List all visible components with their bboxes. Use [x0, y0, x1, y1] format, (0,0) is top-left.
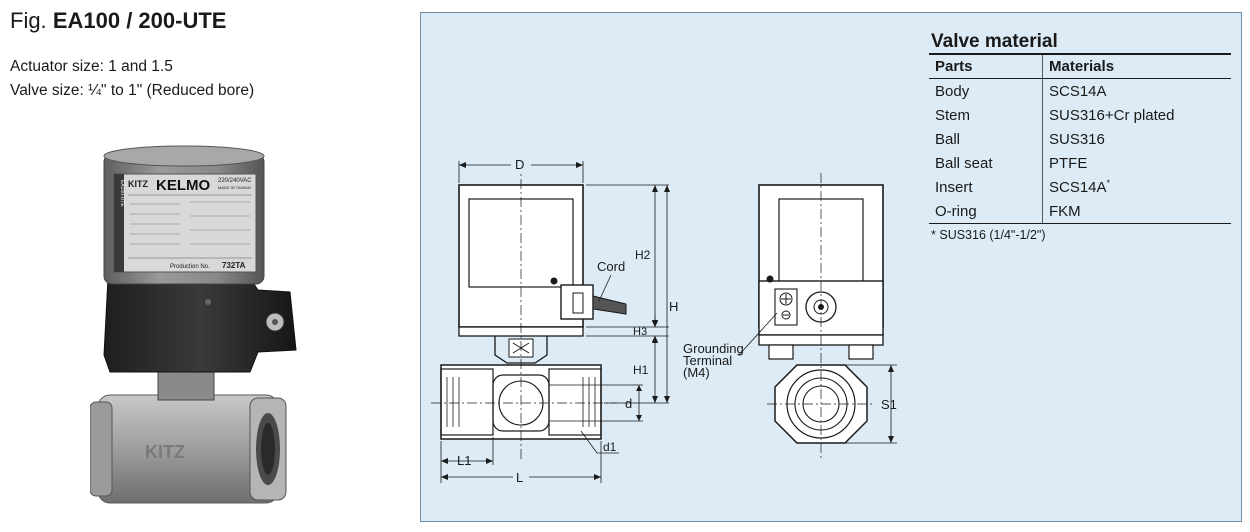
material-footnote: * SUS316 (1/4"-1/2") — [931, 228, 1231, 242]
dim-s1: S1 — [881, 397, 897, 412]
photo-side-mark: EA100-UTE — [119, 180, 125, 207]
figure-title: Fig. EA100 / 200-UTE — [10, 8, 226, 34]
header-materials: Materials — [1042, 53, 1231, 79]
part-cell: Ball — [929, 127, 1043, 151]
grounding-label-1: Grounding — [683, 341, 744, 356]
part-cell: Insert — [929, 175, 1043, 199]
table-row: O-ring FKM — [929, 199, 1231, 224]
dim-l: L — [516, 470, 523, 485]
table-header-row: Parts Materials — [929, 53, 1231, 79]
header-parts: Parts — [929, 53, 1043, 79]
table-row: Ball seat PTFE — [929, 151, 1231, 175]
table-row: Insert SCS14A* — [929, 175, 1231, 199]
part-cell: O-ring — [929, 199, 1043, 224]
valve-material-section: Valve material Parts Materials Body SCS1… — [929, 31, 1231, 242]
table-row: Ball SUS316 — [929, 127, 1231, 151]
model-number: EA100 / 200-UTE — [52, 8, 227, 33]
figure-prefix: Fig. — [10, 8, 47, 33]
photo-voltage: 220/240VAC — [218, 178, 252, 184]
footnote-mark: * — [931, 228, 936, 242]
material-cell: SCS14A* — [1043, 175, 1232, 199]
product-photo: KITZ KITZ KELMO 220/240VAC MADE IN TAIWA… — [90, 145, 297, 504]
material-cell: SUS316 — [1049, 130, 1105, 148]
material-cell: PTFE — [1049, 154, 1088, 172]
dim-h3: H3 — [633, 326, 647, 338]
photo-brand: KITZ — [128, 179, 148, 189]
photo-made-in: MADE IN TAIWAN — [218, 185, 251, 190]
dim-d: d — [625, 396, 632, 411]
photo-production-label: Production No. — [170, 264, 210, 270]
dim-d-top: D — [515, 157, 524, 172]
dim-h1: H1 — [633, 363, 649, 377]
dim-d1: d1 — [603, 440, 617, 454]
material-cell: SCS14A — [1049, 82, 1107, 100]
part-cell: Stem — [929, 103, 1043, 127]
part-cell: Body — [929, 78, 1043, 103]
cord-label: Cord — [597, 259, 625, 274]
dimension-drawing: D H2 H H3 H1 d d1 L1 — [431, 156, 897, 485]
material-value: SCS14A — [1049, 179, 1107, 196]
drawing-panel: D H2 H H3 H1 d d1 L1 — [420, 12, 1242, 522]
valve-material-table: Parts Materials Body SCS14A Stem SUS316+… — [929, 53, 1231, 224]
dim-h: H — [669, 299, 678, 314]
material-cell: FKM — [1042, 199, 1231, 224]
table-row: Body SCS14A — [929, 78, 1231, 103]
grounding-label-2: Terminal — [683, 353, 732, 368]
actuator-size: Actuator size: 1 and 1.5 — [10, 58, 173, 75]
insert-footnote-mark: * — [1106, 178, 1111, 188]
body-mark: KITZ — [145, 442, 185, 462]
footnote-text: SUS316 (1/4"-1/2") — [939, 228, 1046, 242]
valve-material-title: Valve material — [931, 31, 1058, 52]
part-cell: Ball seat — [929, 151, 1043, 175]
photo-product: KELMO — [156, 177, 210, 194]
dim-l1: L1 — [457, 453, 471, 468]
dim-h2: H2 — [635, 248, 651, 262]
product-info: Fig. EA100 / 200-UTE Actuator size: 1 an… — [0, 0, 410, 532]
material-cell: SUS316+Cr plated — [1049, 106, 1175, 124]
valve-size: Valve size: ¼" to 1" (Reduced bore) — [10, 82, 255, 99]
table-row: Stem SUS316+Cr plated — [929, 103, 1231, 127]
photo-production-no: 732TA — [222, 261, 246, 270]
grounding-label-3: (M4) — [683, 365, 710, 380]
